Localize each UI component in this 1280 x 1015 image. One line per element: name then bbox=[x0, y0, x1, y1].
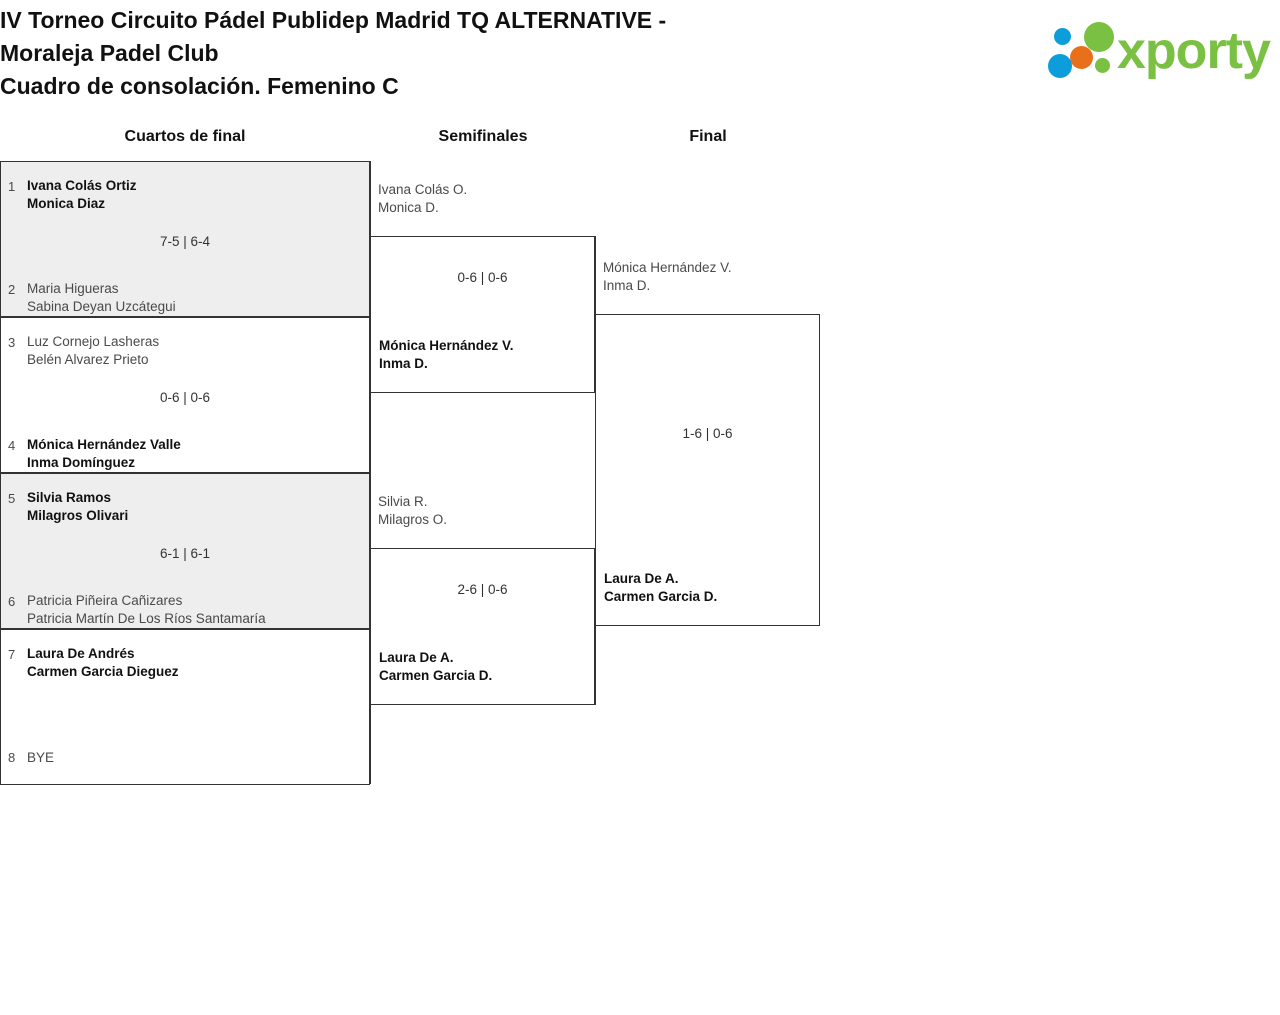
team-bottom: Patricia Piñeira Cañizares Patricia Mart… bbox=[27, 592, 266, 628]
player-name: Inma D. bbox=[603, 278, 651, 293]
player-name: Inma Domínguez bbox=[27, 455, 136, 470]
seed-number: 3 bbox=[8, 335, 16, 350]
logo-dot-blue-small bbox=[1054, 28, 1071, 45]
r2-match-2-team-top: Silvia R. Milagros O. bbox=[378, 493, 603, 529]
connector-r1-4 bbox=[370, 704, 371, 784]
player-name: Laura De Andrés bbox=[27, 646, 135, 661]
connector-r1-2 bbox=[370, 392, 371, 474]
title-line-3: Cuadro de consolación. Femenino C bbox=[0, 73, 399, 99]
player-name: Mónica Hernández Valle bbox=[27, 437, 181, 452]
column-header-semifinals: Semifinales bbox=[438, 128, 528, 145]
connector-r1-1 bbox=[370, 161, 371, 239]
seed-number: 1 bbox=[8, 179, 16, 194]
player-name: Belén Alvarez Prieto bbox=[27, 352, 149, 367]
team-bottom-champion: Laura De A. Carmen Garcia D. bbox=[604, 570, 717, 606]
player-name: Carmen Garcia Dieguez bbox=[27, 664, 179, 679]
team-bottom: BYE bbox=[27, 749, 54, 767]
player-name: Laura De A. bbox=[379, 650, 454, 665]
player-name: Maria Higueras bbox=[27, 281, 119, 296]
player-name: Sabina Deyan Uzcátegui bbox=[27, 299, 176, 314]
logo-dot-green-large bbox=[1084, 22, 1114, 52]
team-bottom: Laura De A. Carmen Garcia D. bbox=[379, 649, 492, 685]
match-score: 2-6 | 0-6 bbox=[457, 582, 508, 597]
player-name: Monica Diaz bbox=[27, 196, 106, 211]
player-name: BYE bbox=[27, 750, 55, 765]
connector-r1-3 bbox=[370, 473, 371, 551]
player-name: Laura De A. bbox=[604, 571, 679, 586]
r2-match-1-team-top: Ivana Colás O. Monica D. bbox=[378, 181, 603, 217]
match-r2-1[interactable]: 0-6 | 0-6 Mónica Hernández V. Inma D. bbox=[370, 236, 595, 393]
logo-wordmark: xporty bbox=[1117, 22, 1271, 80]
title-line-2: Moraleja Padel Club bbox=[0, 40, 219, 66]
player-name: Milagros Olivari bbox=[27, 508, 129, 523]
player-name: Luz Cornejo Lasheras bbox=[27, 334, 160, 349]
seed-number: 5 bbox=[8, 491, 16, 506]
match-r1-3[interactable]: 5 Silvia Ramos Milagros Olivari 6-1 | 6-… bbox=[0, 473, 370, 629]
player-name: Ivana Colás Ortiz bbox=[27, 178, 137, 193]
match-score: 7-5 | 6-4 bbox=[159, 234, 211, 249]
match-r1-1[interactable]: 1 Ivana Colás Ortiz Monica Diaz 7-5 | 6-… bbox=[0, 161, 370, 317]
connector-r2-1 bbox=[595, 236, 596, 316]
logo-dot-green-small bbox=[1095, 58, 1110, 73]
column-header-final: Final bbox=[689, 128, 727, 145]
player-name: Carmen Garcia D. bbox=[604, 589, 718, 604]
match-score: 0-6 | 0-6 bbox=[457, 270, 508, 285]
page-title: IV Torneo Circuito Pádel Publidep Madrid… bbox=[0, 4, 840, 103]
match-score: 0-6 | 0-6 bbox=[159, 390, 211, 405]
match-score: 6-1 | 6-1 bbox=[159, 546, 211, 561]
player-name: Silvia R. bbox=[378, 494, 428, 509]
title-line-1: IV Torneo Circuito Pádel Publidep Madrid… bbox=[0, 7, 667, 33]
column-header-quarterfinals: Cuartos de final bbox=[124, 128, 246, 145]
logo-dot-blue-large bbox=[1048, 54, 1072, 78]
team-top: Ivana Colás Ortiz Monica Diaz bbox=[27, 177, 137, 213]
player-name: Silvia Ramos bbox=[27, 490, 112, 505]
team-bottom: Mónica Hernández Valle Inma Domínguez bbox=[27, 436, 181, 472]
player-name: Carmen Garcia D. bbox=[379, 668, 493, 683]
team-top: Laura De Andrés Carmen Garcia Dieguez bbox=[27, 645, 179, 681]
logo-dot-orange bbox=[1070, 46, 1093, 69]
logo-dots-icon bbox=[1045, 20, 1123, 82]
player-name: Ivana Colás O. bbox=[378, 182, 468, 197]
seed-number: 8 bbox=[8, 750, 16, 765]
page-header: IV Torneo Circuito Pádel Publidep Madrid… bbox=[0, 0, 1280, 110]
match-r2-2[interactable]: 2-6 | 0-6 Laura De A. Carmen Garcia D. bbox=[370, 548, 595, 705]
player-name: Patricia Piñeira Cañizares bbox=[27, 593, 183, 608]
player-name: Inma D. bbox=[379, 356, 428, 371]
team-bottom: Mónica Hernández V. Inma D. bbox=[379, 337, 514, 373]
match-r1-4[interactable]: 7 Laura De Andrés Carmen Garcia Dieguez … bbox=[0, 629, 370, 785]
player-name: Patricia Martín De Los Ríos Santamaría bbox=[27, 611, 266, 626]
match-r3-final[interactable]: 1-6 | 0-6 Laura De A. Carmen Garcia D. bbox=[595, 314, 820, 626]
xporty-logo[interactable]: xporty bbox=[1045, 18, 1275, 84]
r3-match-team-top: Mónica Hernández V. Inma D. bbox=[603, 259, 828, 295]
team-bottom: Maria Higueras Sabina Deyan Uzcátegui bbox=[27, 280, 176, 316]
seed-number: 4 bbox=[8, 438, 16, 453]
team-top: Silvia Ramos Milagros Olivari bbox=[27, 489, 128, 525]
seed-number: 7 bbox=[8, 647, 16, 662]
player-name: Mónica Hernández V. bbox=[379, 338, 514, 353]
team-top: Luz Cornejo Lasheras Belén Alvarez Priet… bbox=[27, 333, 159, 369]
player-name: Milagros O. bbox=[378, 512, 448, 527]
seed-number: 6 bbox=[8, 594, 16, 609]
player-name: Mónica Hernández V. bbox=[603, 260, 732, 275]
match-r1-2[interactable]: 3 Luz Cornejo Lasheras Belén Alvarez Pri… bbox=[0, 317, 370, 473]
match-score: 1-6 | 0-6 bbox=[682, 426, 733, 441]
player-name: Monica D. bbox=[378, 200, 439, 215]
seed-number: 2 bbox=[8, 282, 16, 297]
connector-r2-2 bbox=[595, 625, 596, 705]
